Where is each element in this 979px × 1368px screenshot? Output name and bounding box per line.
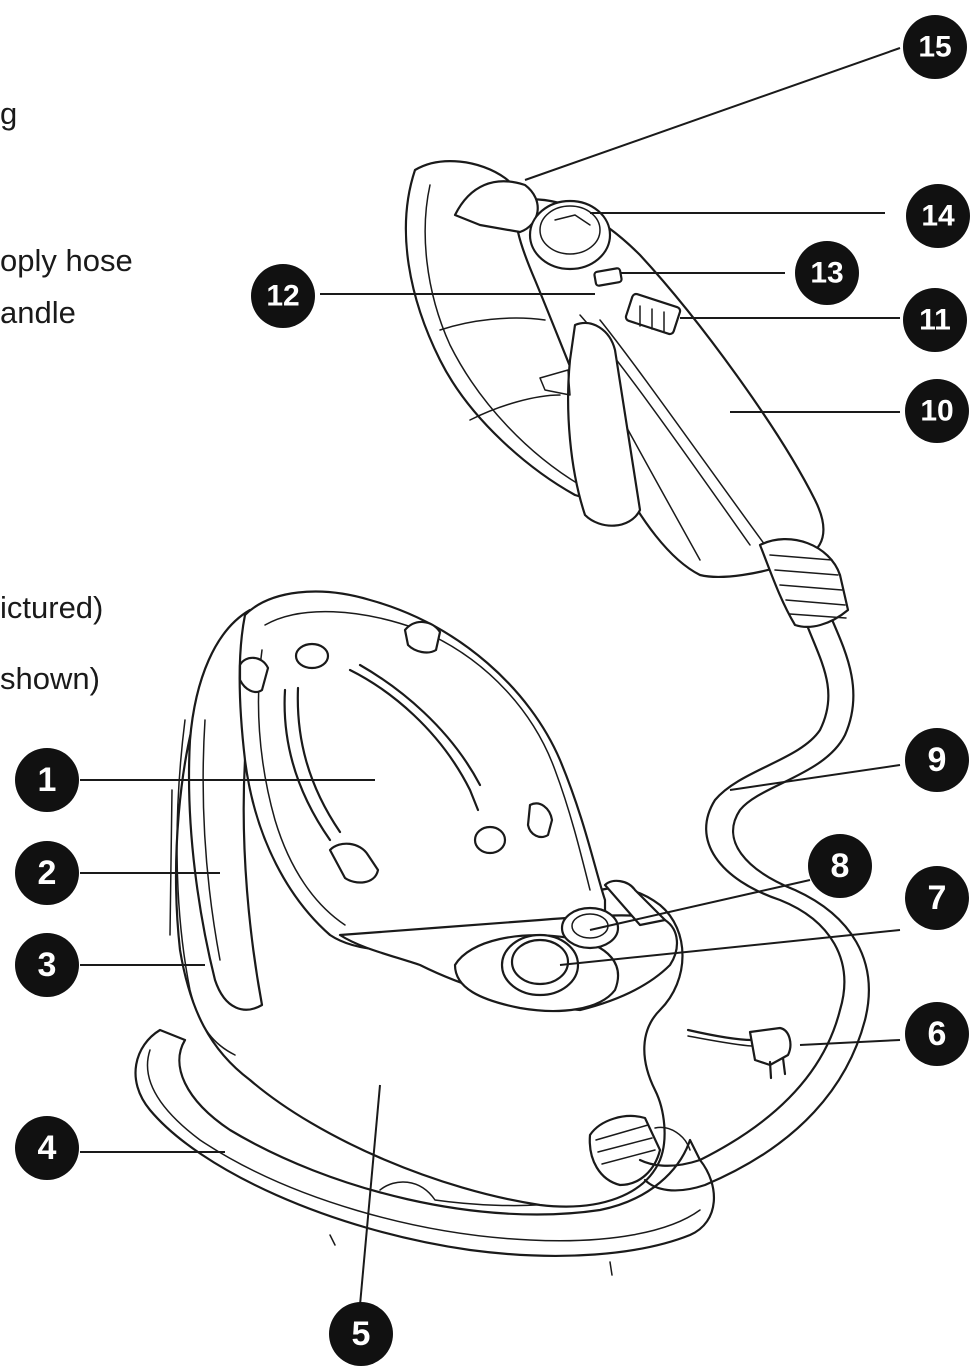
callout-1: 1 — [15, 748, 79, 812]
callout-6: 6 — [905, 1002, 969, 1066]
callout-5: 5 — [329, 1302, 393, 1366]
svg-text:1: 1 — [38, 761, 57, 799]
svg-text:6: 6 — [928, 1015, 947, 1053]
callout-14: 14 — [906, 184, 970, 248]
callout-13: 13 — [795, 241, 859, 305]
button-14 — [530, 201, 610, 269]
svg-text:13: 13 — [810, 257, 843, 290]
callout-10: 10 — [905, 379, 969, 443]
svg-text:4: 4 — [38, 1129, 57, 1167]
svg-text:15: 15 — [918, 31, 951, 64]
svg-text:3: 3 — [38, 946, 57, 984]
callout-3: 3 — [15, 933, 79, 997]
base-unit-illustration — [136, 592, 791, 1275]
callout-8: 8 — [808, 834, 872, 898]
svg-text:7: 7 — [928, 879, 947, 917]
handheld-steamer-illustration — [406, 161, 848, 627]
svg-text:10: 10 — [920, 395, 953, 428]
svg-text:11: 11 — [919, 304, 951, 337]
callout-7: 7 — [905, 866, 969, 930]
steam-hose — [640, 615, 869, 1190]
callout-15: 15 — [903, 15, 967, 79]
svg-text:9: 9 — [928, 741, 947, 779]
svg-text:8: 8 — [831, 847, 850, 885]
callout-9: 9 — [905, 728, 969, 792]
power-plug — [750, 1028, 790, 1065]
callout-12: 12 — [251, 264, 315, 328]
svg-text:2: 2 — [38, 854, 57, 892]
svg-text:12: 12 — [266, 280, 299, 313]
svg-text:5: 5 — [352, 1315, 371, 1353]
callout-4: 4 — [15, 1116, 79, 1180]
svg-text:14: 14 — [921, 200, 955, 233]
callout-2: 2 — [15, 841, 79, 905]
callout-11: 11 — [903, 288, 967, 352]
